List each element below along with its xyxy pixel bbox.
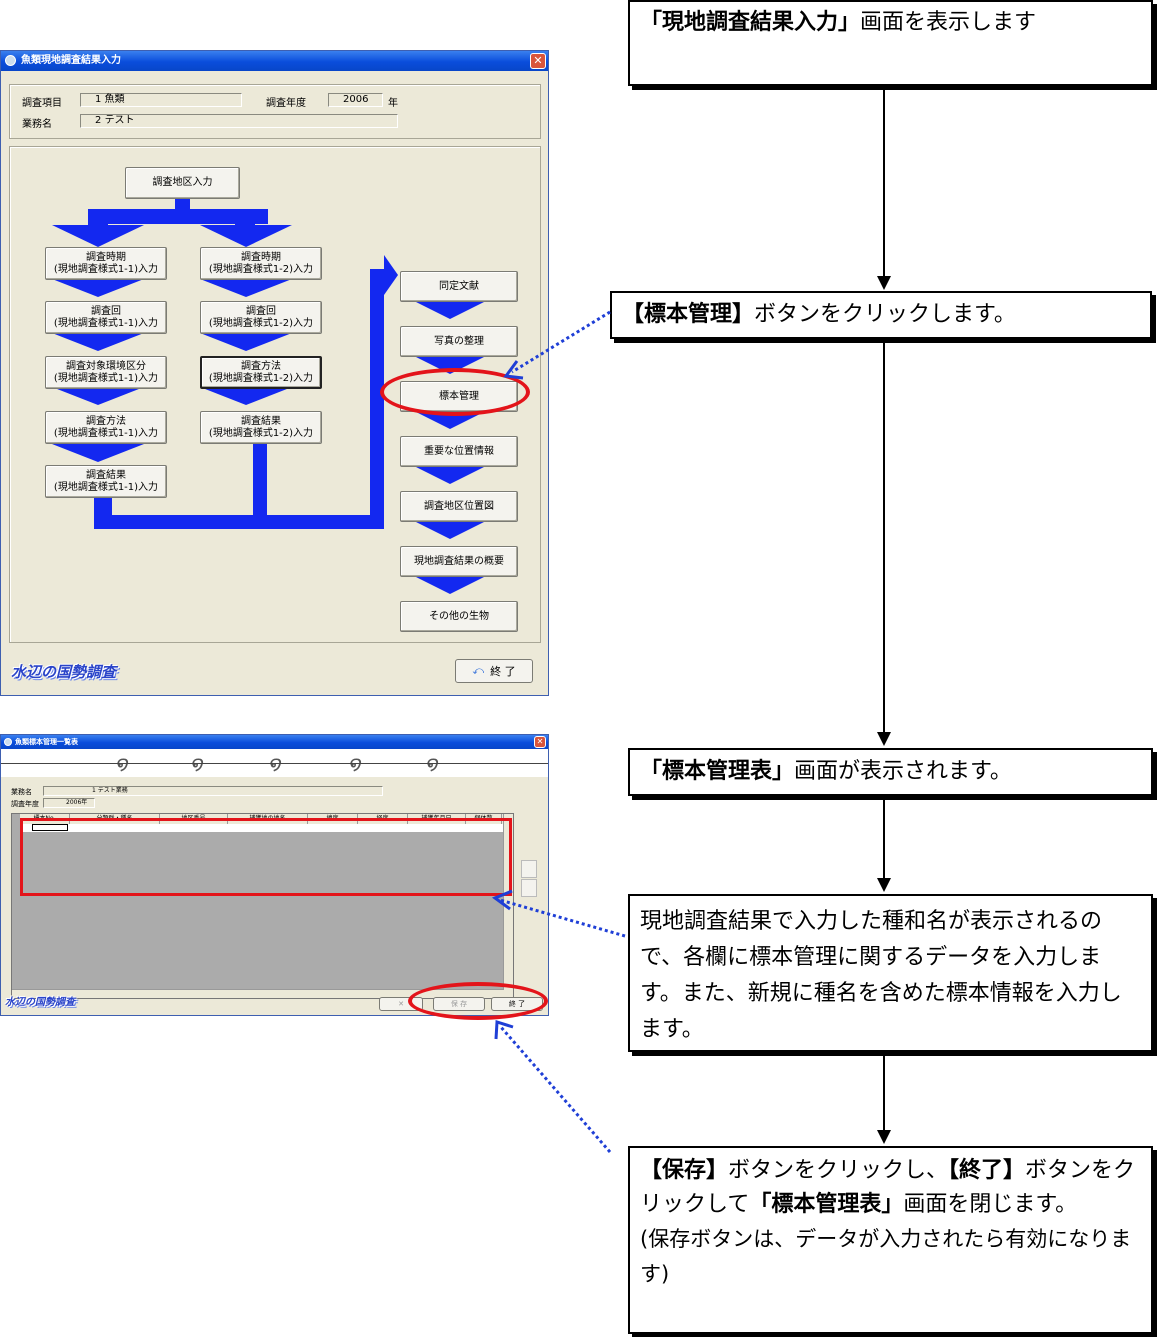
connector-line (883, 343, 885, 734)
exit-icon: ⤺ (472, 664, 485, 677)
row-delete-button[interactable] (521, 879, 537, 897)
job-field: 2 テスト (80, 114, 398, 128)
pointer-to-specimen-button (511, 310, 611, 374)
app-logo: 水辺の国勢調査 (11, 663, 117, 681)
arrowhead (877, 732, 891, 746)
left-timing-button[interactable]: 調査時期(現地調査様式1-1)入力 (45, 247, 167, 280)
end-button[interactable]: ⤺ 終 了 (455, 659, 533, 683)
pointer-arrowhead (494, 1019, 514, 1040)
survey-year-label: 調査年度 (266, 98, 306, 109)
window-title: 魚類現地調査結果入力 (21, 55, 121, 66)
survey-item-label: 調査項目 (22, 98, 62, 109)
step5-box: 【保存】ボタンをクリックし、【終了】ボタンをクリックして「標本管理表」画面を閉じ… (628, 1146, 1153, 1334)
active-cell[interactable] (32, 824, 68, 831)
table-highlight (20, 818, 512, 896)
reference-literature-button[interactable]: 同定文献 (400, 271, 518, 302)
window-titlebar: 魚類標本管理一覧表 ✕ (1, 735, 548, 749)
save-end-highlight (408, 982, 548, 1020)
flow-arrow (410, 299, 490, 319)
left-method-button[interactable]: 調査方法(現地調査様式1-1)入力 (45, 411, 167, 444)
arrowhead (877, 1130, 891, 1144)
connector-line (883, 1056, 885, 1132)
table-row[interactable] (20, 824, 503, 832)
pointer-to-save-end (498, 1025, 612, 1153)
survey-year-field: 2006 (328, 93, 383, 107)
other-organisms-button[interactable]: その他の生物 (400, 601, 518, 632)
horizontal-scrollbar[interactable] (12, 989, 504, 998)
app-icon (4, 738, 12, 746)
flow-arrow (200, 225, 292, 247)
mid-timing-button[interactable]: 調査時期(現地調査様式1-2)入力 (200, 247, 322, 280)
mid-round-button[interactable]: 調査回(現地調査様式1-2)入力 (200, 301, 322, 334)
photo-organize-button[interactable]: 写真の整理 (400, 326, 518, 357)
flow-arrow (52, 333, 144, 351)
step1-box: 「現地調査結果入力」画面を表示します (628, 0, 1153, 86)
step2-box: 【標本管理】ボタンをクリックします。 (610, 291, 1152, 339)
area-input-button[interactable]: 調査地区入力 (125, 167, 240, 199)
close-icon[interactable]: ✕ (530, 53, 546, 69)
step3-box: 「標本管理表」画面が表示されます。 (628, 748, 1153, 796)
flow-arrow (200, 279, 292, 297)
flow-arrow (200, 333, 292, 351)
flow-arrow (384, 255, 398, 295)
year-label: 調査年度 (11, 800, 39, 808)
survey-item-field: 1 魚類 (80, 93, 242, 107)
left-round-button[interactable]: 調査回(現地調査様式1-1)入力 (45, 301, 167, 334)
flow-connector (88, 209, 268, 224)
flow-connector (94, 515, 384, 529)
pointer-arrowhead (503, 360, 524, 380)
important-location-button[interactable]: 重要な位置情報 (400, 436, 518, 467)
flow-arrow (410, 519, 490, 539)
close-icon[interactable]: ✕ (534, 736, 546, 748)
app-icon (5, 55, 16, 66)
pointer-arrowhead (491, 889, 513, 911)
window-title: 魚類標本管理一覧表 (15, 738, 78, 746)
job-field: 1 テスト業務 (43, 786, 383, 796)
flow-arrow (410, 574, 490, 594)
survey-year-unit: 年 (388, 98, 398, 109)
mid-result-button[interactable]: 調査結果(現地調査様式1-2)入力 (200, 411, 322, 444)
connector-line (883, 800, 885, 880)
window-titlebar: 魚類現地調査結果入力 ✕ (1, 51, 548, 71)
flow-connector (253, 437, 267, 527)
flow-arrow (200, 387, 292, 405)
job-label: 業務名 (22, 119, 52, 130)
survey-summary-button[interactable]: 現地調査結果の概要 (400, 546, 518, 577)
flow-arrow (52, 444, 144, 462)
header-panel: 調査項目 1 魚類 調査年度 2006 年 業務名 2 テスト (9, 84, 541, 139)
left-result-button[interactable]: 調査結果(現地調査様式1-1)入力 (45, 465, 167, 498)
flow-arrow (52, 279, 144, 297)
step4-box: 現地調査結果で入力した種和名が表示されるので、各欄に標本管理に関するデータを入力… (628, 894, 1153, 1052)
flow-arrow (52, 225, 144, 247)
left-env-class-button[interactable]: 調査対象環境区分(現地調査様式1-1)入力 (45, 356, 167, 389)
row-add-button[interactable] (521, 860, 537, 878)
flow-connector (370, 269, 384, 529)
year-field: 2006年 (43, 798, 95, 808)
specimen-button-highlight (380, 368, 530, 416)
flow-arrow (52, 387, 144, 405)
pointer-to-table (499, 898, 626, 938)
flow-arrow (410, 464, 490, 484)
mid-method-button[interactable]: 調査方法(現地調査様式1-2)入力 (200, 356, 322, 389)
arrowhead (877, 878, 891, 892)
area-location-map-button[interactable]: 調査地区位置図 (400, 491, 518, 522)
save-note: (保存ボタンは、データが入力されたら有効になります) (640, 1227, 1132, 1286)
arrowhead (877, 276, 891, 290)
binder-rings-decoration: ໑ ໑ ໑ ໑ ໑ (1, 749, 548, 777)
job-label: 業務名 (11, 788, 32, 796)
app-logo: 水辺の国勢調査 (5, 997, 75, 1008)
connector-line (883, 90, 885, 278)
